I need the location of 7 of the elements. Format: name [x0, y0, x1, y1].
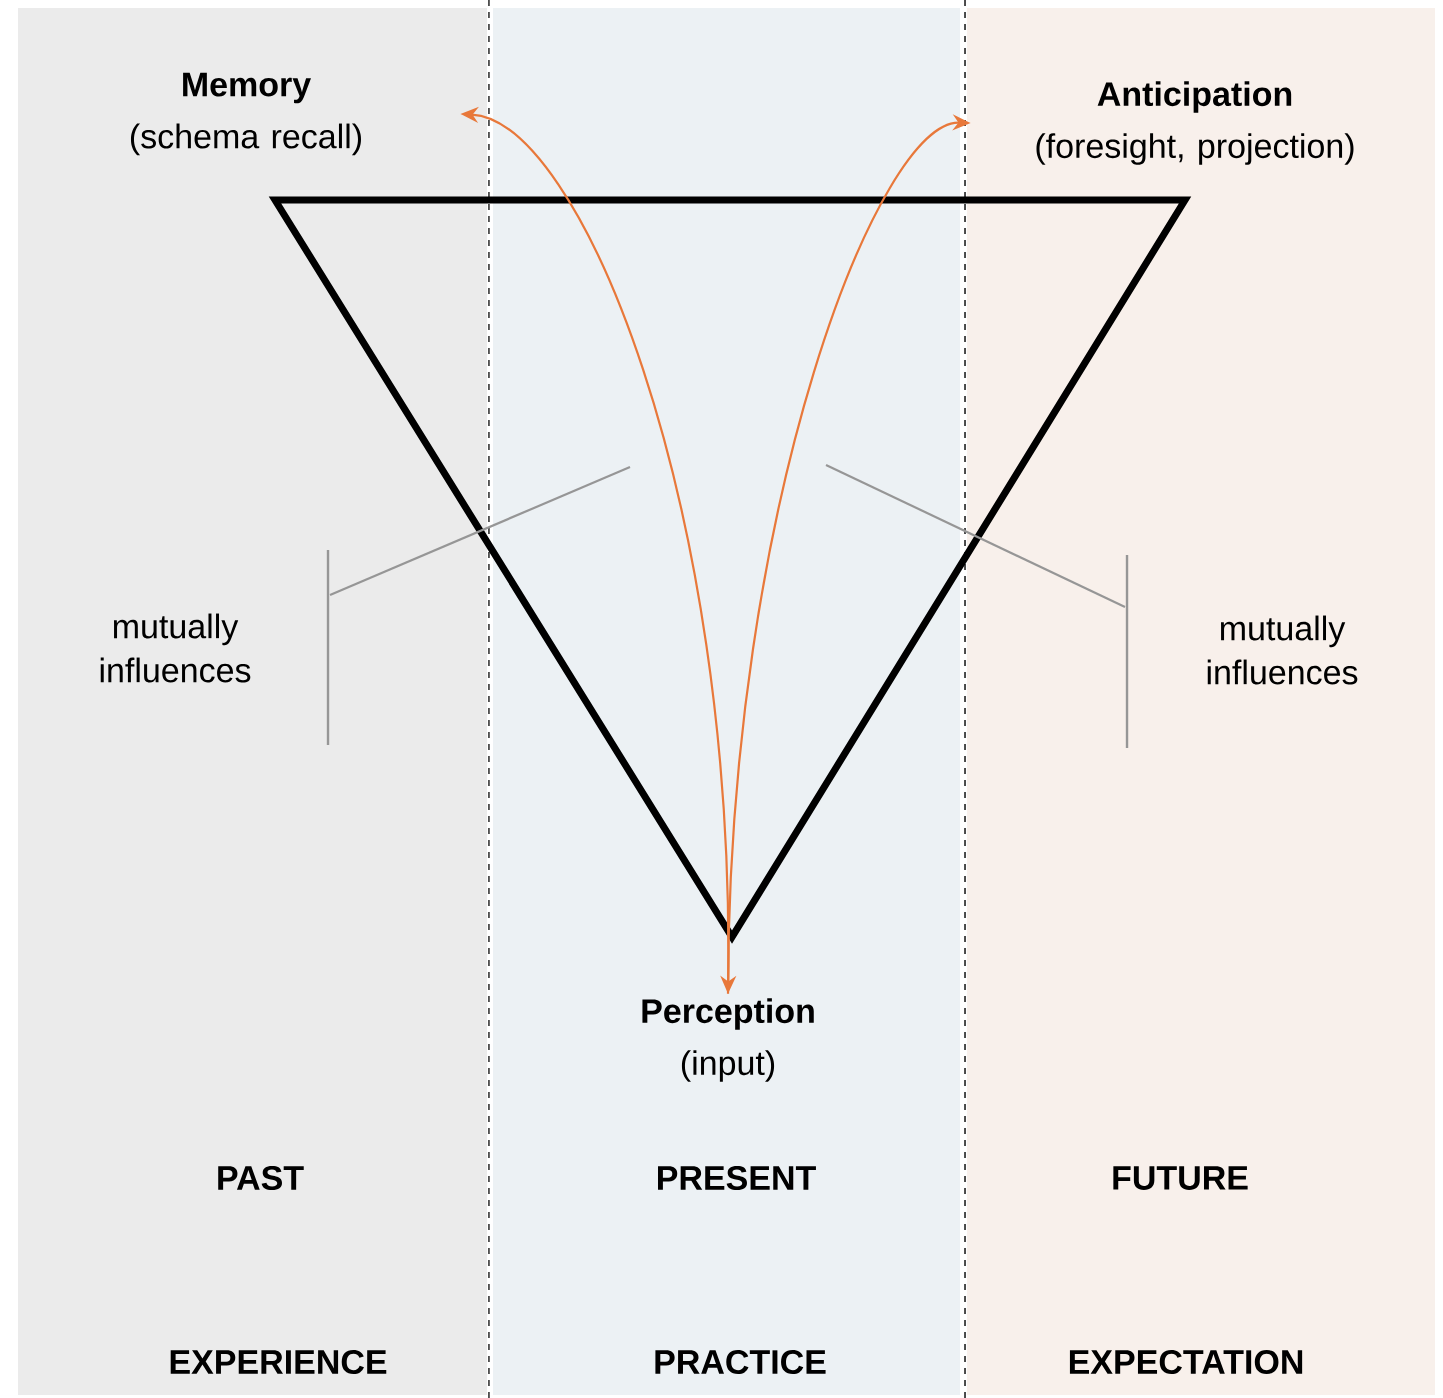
text-label: Anticipation (foresight, projection) — [1036, 81, 1354, 165]
text-label: Perception (input) — [642, 998, 814, 1082]
leader-line — [329, 466, 631, 597]
text-label: Memory (schema recall) — [130, 72, 361, 156]
annotation-text: mutually influences — [100, 613, 251, 683]
leader-line — [825, 464, 1126, 608]
annotation-text: mutually influences — [1207, 615, 1358, 685]
